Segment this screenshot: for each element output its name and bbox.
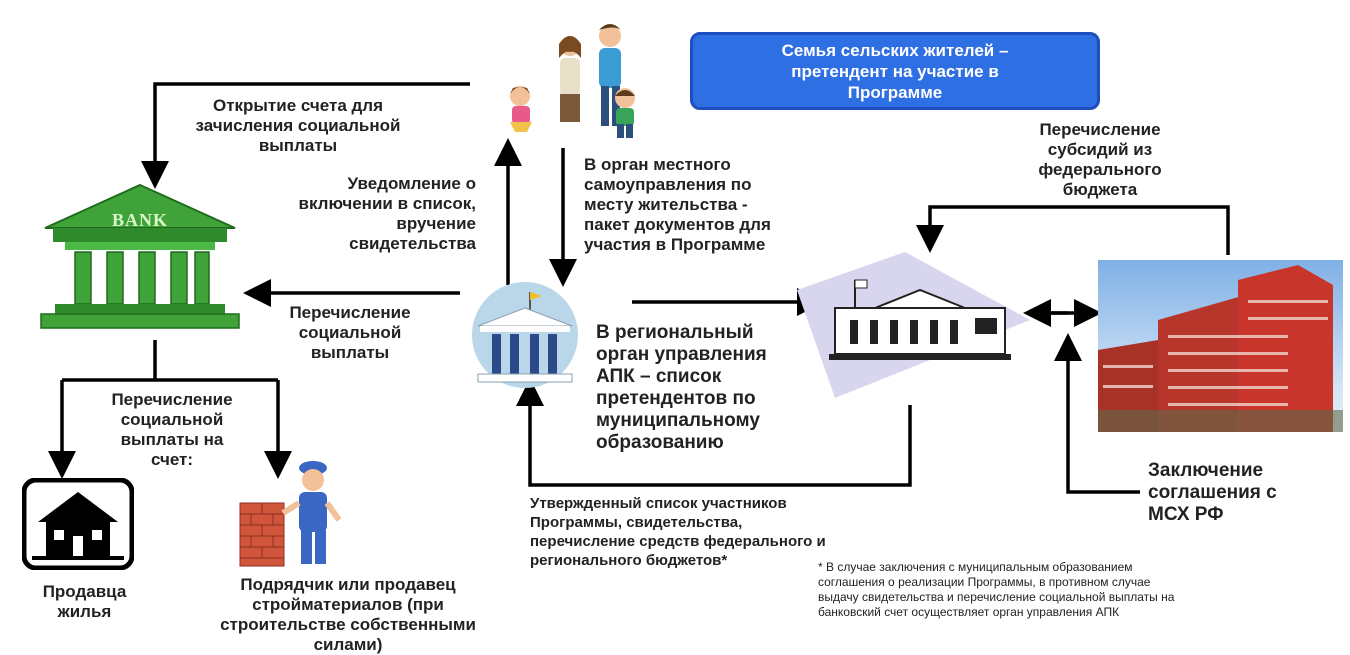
- house-icon: [21, 477, 135, 571]
- agreement-label: Заключение соглашения с МСХ РФ: [1148, 460, 1277, 525]
- regional-agency-icon: [795, 250, 1035, 400]
- family-icon: [475, 18, 655, 143]
- transfer-social-label: Перечисление социальной выплаты: [289, 303, 411, 362]
- bank-sign: BANK: [111, 210, 168, 230]
- federal-subsidies-label: Перечисление субсидий из федерального бю…: [1038, 120, 1162, 199]
- title-box: Семья сельских жителей – претендент на у…: [690, 32, 1100, 110]
- bank-icon: BANK: [35, 180, 245, 335]
- footnote: * В случае заключения с муниципальным об…: [818, 560, 1175, 619]
- local-gov-label: В орган местного самоуправления по месту…: [584, 155, 771, 254]
- open-account-label: Открытие счета для зачисления социальной…: [195, 96, 401, 155]
- builder-icon: [235, 458, 350, 570]
- seller-label: Продавца жилья: [42, 582, 127, 621]
- transfer-account-label: Перечисление социальной выплаты на счет:: [111, 390, 233, 469]
- approved-list-label: Утвержденный список участников Программы…: [530, 495, 826, 569]
- regional-org-label: В региональный орган управления АПК – сп…: [596, 322, 767, 453]
- municipal-building-icon: [460, 280, 590, 390]
- notification-label: Уведомление о включении в список, вручен…: [298, 174, 476, 253]
- ministry-building-icon: [1098, 260, 1343, 432]
- contractor-label: Подрядчик или продавец стройматериалов (…: [220, 575, 476, 654]
